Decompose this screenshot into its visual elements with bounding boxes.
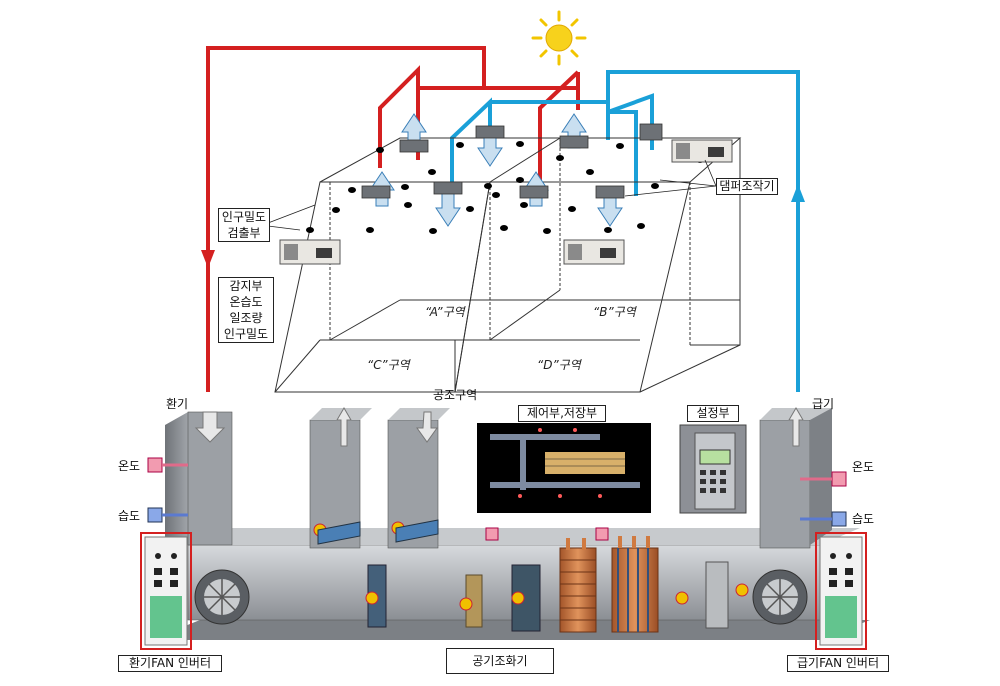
duct-sensor-icon [485, 527, 609, 541]
zone-c-label: “C”구역 [367, 358, 410, 372]
sensor-device-icon [279, 139, 733, 265]
supply-inverter-icon [815, 532, 867, 650]
cooling-coil-icon [611, 536, 659, 633]
temp-left-label: 온도 [118, 459, 141, 473]
sensing-line-1: 감지부 [229, 279, 263, 293]
return-air-duct [206, 46, 580, 392]
zone-d-label: “D”구역 [537, 358, 581, 372]
exhaust-inverter-label: 환기FAN 인버터 [118, 655, 222, 672]
return-flow-arrow [201, 250, 215, 268]
humid-left-label: 습도 [118, 509, 141, 523]
zone-a-label: “A”구역 [425, 305, 465, 319]
setting-device-icon [679, 424, 747, 514]
sun-icon [531, 10, 587, 66]
setting-unit-label: 설정부 [687, 405, 739, 422]
exhaust-fan-icon [194, 569, 250, 625]
density-detector-line-2: 검출부 [227, 226, 261, 240]
zone-building [274, 137, 742, 393]
supply-label: 급기 [812, 397, 835, 411]
sensing-line-3: 일조량 [229, 311, 263, 325]
humid-sensor-right-icon [800, 511, 847, 527]
exhaust-label: 환기 [166, 397, 189, 411]
air-handling-unit [150, 407, 870, 640]
supply-fan-icon [752, 569, 808, 625]
density-detector-line-1: 인구밀도 [221, 210, 267, 224]
exhaust-inverter-icon [140, 532, 192, 650]
duct-damper-icon [317, 519, 439, 545]
sensing-line-2: 온습도 [229, 295, 263, 309]
supply-diffuser-icon [435, 131, 623, 227]
temp-sensor-right-icon [800, 471, 847, 487]
damper-section-icon [367, 561, 729, 632]
heating-coil-icon [559, 538, 597, 633]
humid-right-label: 습도 [852, 512, 875, 526]
callout-lines [267, 159, 717, 231]
control-storage-label: 제어부,저장부 [518, 405, 606, 422]
damper-actuator-icon [361, 123, 663, 199]
sensing-line-4: 인구밀도 [223, 327, 269, 341]
temp-sensor-left-icon [147, 457, 188, 473]
density-detector-box: 인구밀도 검출부 [218, 208, 270, 242]
humid-sensor-left-icon [147, 507, 188, 523]
ahu-label: 공기조화기 [446, 648, 554, 674]
damper-actuator-label: 댐퍼조작기 [716, 178, 778, 195]
temp-right-label: 온도 [852, 460, 875, 474]
supply-inverter-label: 급기FAN 인버터 [787, 655, 889, 672]
supply-flow-arrow [791, 184, 805, 202]
control-screen-icon [477, 423, 651, 513]
air-zone-label: 공조구역 [433, 388, 478, 402]
zone-b-label: “B”구역 [593, 305, 636, 319]
supply-air-duct [450, 70, 800, 392]
sensing-unit-box: 감지부 온습도 일조량 인구밀도 [218, 277, 274, 343]
